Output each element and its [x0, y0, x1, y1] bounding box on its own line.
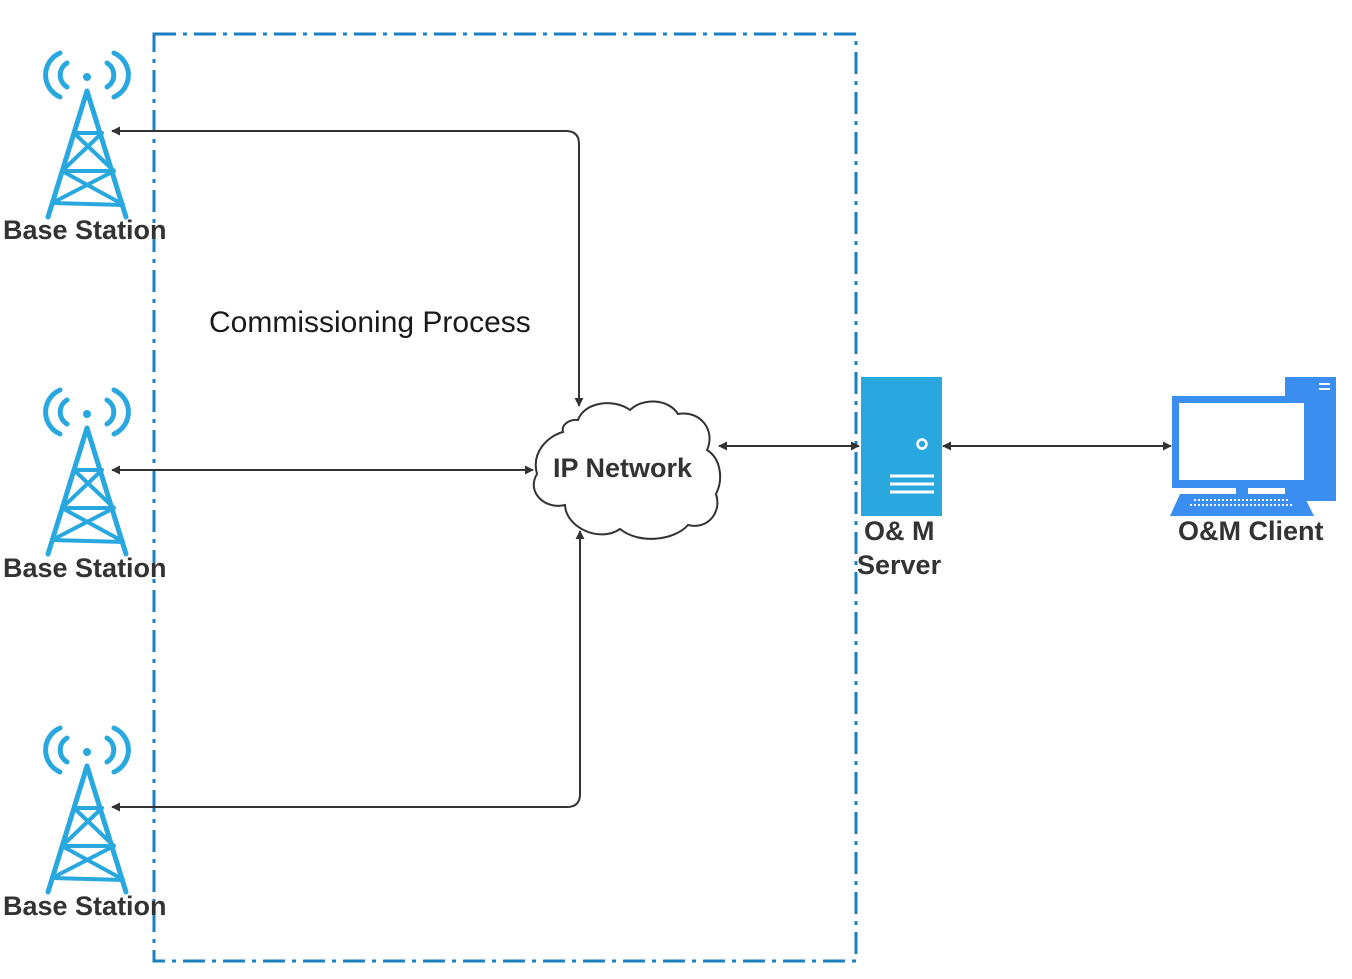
ip-network-node[interactable]: IP Network [532, 400, 722, 540]
base-station-2[interactable]: Base Station [3, 390, 167, 583]
server-icon [861, 377, 942, 516]
connector-bs3-network [111, 530, 585, 812]
base-station-label: Base Station [3, 215, 167, 245]
cell-tower-icon [46, 53, 129, 217]
om-client-label: O&M Client [1178, 516, 1324, 546]
cloud-icon [532, 400, 722, 540]
connector-bs1-network [111, 126, 584, 407]
commissioning-boundary [152, 32, 858, 963]
desktop-computer-icon [1170, 377, 1336, 516]
base-station-label: Base Station [3, 891, 167, 921]
om-server-node[interactable]: O& M Server [857, 377, 942, 580]
om-server-label-line1: O& M [864, 516, 935, 546]
cell-tower-icon [46, 390, 129, 554]
om-client-node[interactable]: O&M Client [1170, 377, 1336, 546]
om-server-label-line2: Server [857, 550, 942, 580]
base-station-3[interactable]: Base Station [3, 728, 167, 921]
commissioning-process-label: Commissioning Process [209, 306, 531, 339]
ip-network-label: IP Network [553, 453, 693, 483]
base-station-label: Base Station [3, 553, 167, 583]
base-station-1[interactable]: Base Station [3, 53, 167, 245]
cell-tower-icon [46, 728, 129, 892]
